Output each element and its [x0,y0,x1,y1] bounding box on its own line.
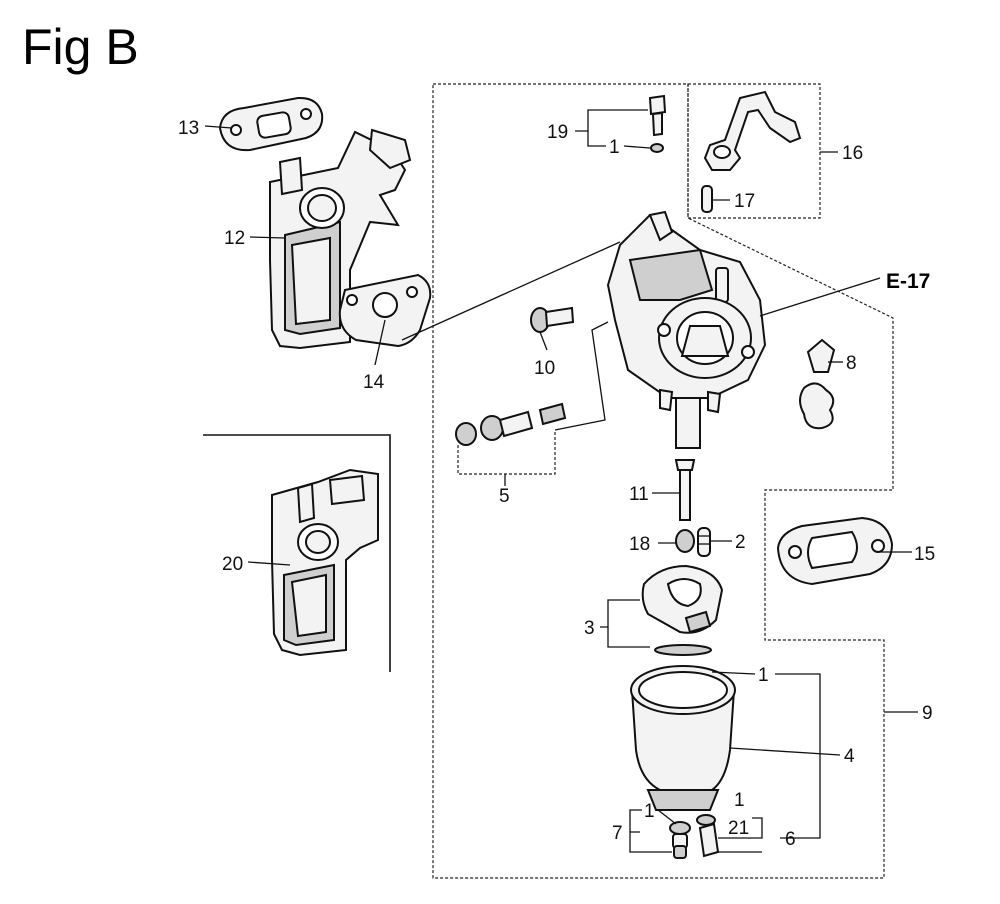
part-5-bracket [457,430,556,475]
callout-17: 17 [734,191,755,212]
part-1-float-bowl-gasket [654,644,712,656]
part-8-float-valve [799,338,836,430]
part-11-jet [674,459,696,521]
part-16-choke-lever [703,90,802,171]
callout-15: 15 [914,544,935,565]
callout-19: 19 [547,122,568,143]
carburetor-group-frame [432,83,894,879]
callout-1-cup: 1 [758,665,769,686]
part-12-insulator [269,128,412,350]
callout-6: 6 [785,829,796,850]
part-21-drain-screw [696,814,720,858]
part-1-washer-top [650,143,664,153]
part-13-gasket [218,96,324,152]
callout-1-top: 1 [609,137,620,158]
callout-12: 12 [224,228,245,249]
callout-13: 13 [178,118,199,139]
alt-insulator-frame [203,434,391,672]
callout-4: 4 [844,746,855,767]
part-17-pin [701,185,713,213]
choke-lever-group-frame [687,83,821,219]
part-10-screw [530,306,575,333]
figure-title: Fig B [22,19,139,75]
reference-e17: E-17 [886,270,930,293]
part-18-jet [675,529,695,553]
callout-16: 16 [842,143,863,164]
callout-1-screw: 1 [734,790,745,811]
callout-21: 21 [728,818,749,839]
callout-1-bolt: 1 [644,801,655,822]
carburetor-body [606,210,767,449]
part-19-screw [648,94,667,137]
part-20-insulator [271,468,379,657]
callout-labels: 13 12 14 20 19 1 16 17 E-17 10 8 5 11 18… [178,118,935,850]
callout-20: 20 [222,554,243,575]
part-2-spring [697,527,711,557]
callout-10: 10 [534,358,555,379]
callout-14: 14 [363,372,385,393]
callout-9: 9 [922,703,933,724]
part-3-float [641,564,724,634]
part-14-gasket [338,273,432,348]
callout-11: 11 [629,484,649,505]
part-7-bowl-bolt [669,821,691,859]
callout-3: 3 [584,618,595,639]
part-5-pilot-screw-set [455,402,567,446]
callout-7: 7 [612,823,623,844]
callout-8: 8 [846,353,857,374]
callout-5: 5 [499,486,510,507]
leader-lines [204,109,918,853]
callout-2: 2 [735,532,746,553]
part-15-gasket [776,516,894,586]
callout-18: 18 [629,534,650,555]
part-4-float-bowl [630,665,736,811]
